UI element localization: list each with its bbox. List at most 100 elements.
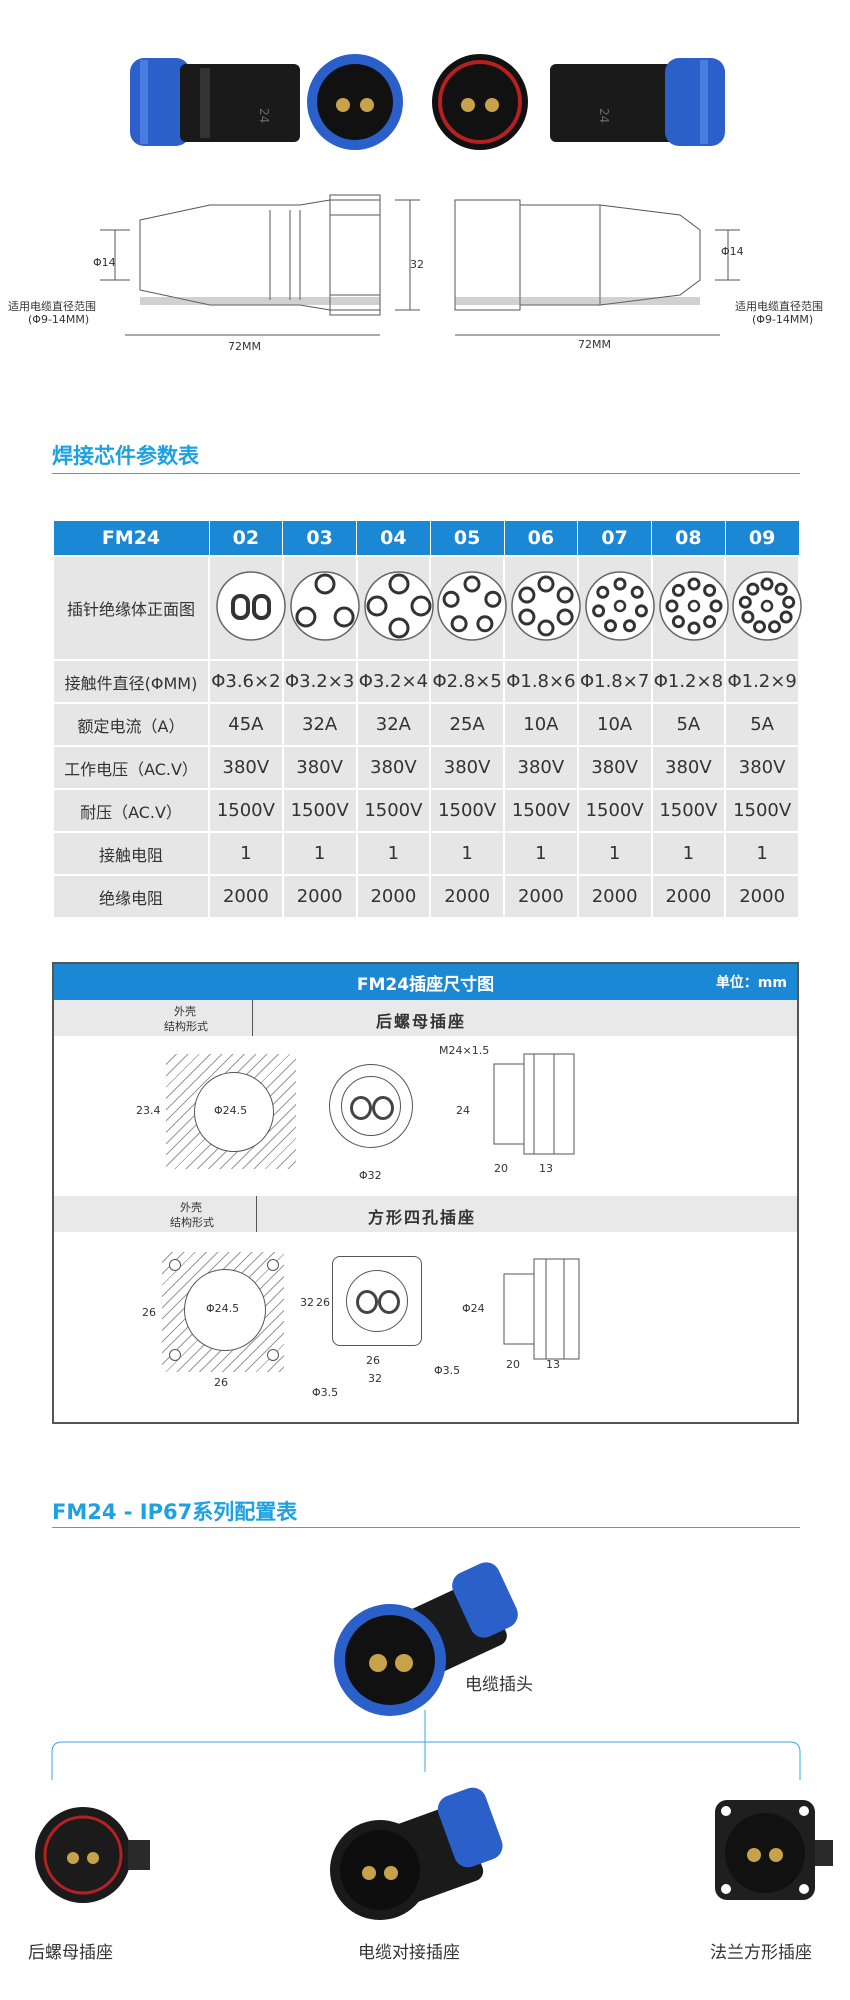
rear-nut-socket-photo <box>35 1807 150 1903</box>
connector-side-left: 24 <box>130 58 300 146</box>
d1-h: 23.4 <box>136 1104 161 1117</box>
d2-20: 20 <box>506 1358 520 1371</box>
cable-range-right: 适用电缆直径范围 <box>735 300 823 313</box>
table-cell: 380V <box>355 745 432 790</box>
svg-text:24: 24 <box>597 108 611 123</box>
table-cell: 1 <box>576 831 653 876</box>
socket-side-view-1 <box>493 1053 575 1155</box>
table-cell: Φ3.6×2 <box>208 659 284 704</box>
table-cell: 1500V <box>355 788 432 833</box>
pin-layout-icon <box>216 570 286 641</box>
table-cell: 380V <box>208 745 284 790</box>
row-label: 接触件直径(ΦMM) <box>52 659 210 704</box>
table-cell: 1 <box>724 831 800 876</box>
table-header-model: FM24 <box>52 520 210 557</box>
row-label: 绝缘电阻 <box>52 874 210 919</box>
table-header-col: 07 <box>577 520 652 557</box>
shell-label-2a: 外壳 <box>180 1201 202 1214</box>
dim-phi14-right: Φ14 <box>721 245 744 258</box>
table-cell: 1500V <box>650 788 727 833</box>
table-cell: 380V <box>503 745 579 790</box>
table-cell: 2000 <box>429 874 505 919</box>
d2-phi24: Φ24 <box>462 1302 485 1315</box>
table-cell: 1 <box>503 831 579 876</box>
shell-row-1: 外壳 结构形式 后螺母插座 <box>54 1000 797 1036</box>
table-cell: 5A <box>650 702 727 747</box>
svg-text:24: 24 <box>257 108 271 123</box>
table-cell: 380V <box>576 745 653 790</box>
cable-range-right-sub: (Φ9-14MM) <box>752 313 814 326</box>
table-cell: 1 <box>281 831 358 876</box>
d1-phi32: Φ32 <box>359 1169 382 1182</box>
cable-docking-socket-photo <box>330 1787 503 1920</box>
socket-face-1 <box>329 1064 413 1148</box>
d2-26v: 26 <box>142 1306 156 1319</box>
pin-diagram-cell <box>503 555 581 661</box>
table-header-col: 05 <box>429 520 505 557</box>
table-header-col: 09 <box>724 520 800 557</box>
table-cell: 1 <box>429 831 505 876</box>
d1-13: 13 <box>539 1162 553 1175</box>
connector-face-1 <box>307 54 403 150</box>
pin-diagram-cell <box>724 555 802 661</box>
table-cell: 32A <box>355 702 432 747</box>
config-item-3: 法兰方形插座 <box>710 1943 812 1963</box>
unit-label: 单位：mm <box>715 975 787 991</box>
table-cell: Φ1.2×9 <box>724 659 800 704</box>
connector-face-2 <box>432 54 528 150</box>
cutout-circle-2 <box>184 1269 266 1351</box>
row-label: 额定电流（A） <box>52 702 210 747</box>
table-cell: Φ3.2×4 <box>355 659 432 704</box>
d2-phi35b: Φ3.5 <box>434 1364 461 1377</box>
socket-panel-header: FM24插座尺寸图 单位：mm <box>54 964 797 1000</box>
table-cell: 1500V <box>429 788 505 833</box>
socket-type-2: 方形四孔插座 <box>368 1208 477 1227</box>
table-cell: Φ1.2×8 <box>650 659 727 704</box>
table-cell: 10A <box>503 702 579 747</box>
plug-label: 电缆插头 <box>465 1675 533 1695</box>
table-cell: 2000 <box>355 874 432 919</box>
table-header-col: 03 <box>282 520 357 557</box>
table-cell: 10A <box>576 702 653 747</box>
table-cell: 2000 <box>281 874 358 919</box>
d2-26h2: 26 <box>366 1354 380 1367</box>
table-cell: 25A <box>429 702 505 747</box>
pin-layout-icon <box>732 570 802 641</box>
pin-layout-icon <box>437 570 507 641</box>
d2-phi35: Φ3.5 <box>312 1386 339 1399</box>
d2-phi: Φ24.5 <box>206 1302 240 1315</box>
cable-plug-photo <box>334 1562 518 1716</box>
table-cell: 2000 <box>650 874 727 919</box>
socket-dimension-panel: FM24插座尺寸图 单位：mm 外壳 结构形式 后螺母插座 Φ24.5 23.4… <box>52 962 799 1424</box>
d2-26h: 26 <box>214 1376 228 1389</box>
pin-layout-icon <box>363 570 434 641</box>
table-header-col: 02 <box>208 520 284 557</box>
shell-label-1b: 结构形式 <box>164 1020 208 1033</box>
section-title-spec: 焊接芯件参数表 <box>52 444 199 468</box>
pin-layout-icon <box>585 570 655 641</box>
socket-panel-title: FM24插座尺寸图 <box>356 975 495 995</box>
shell-row-2: 外壳 结构形式 方形四孔插座 <box>54 1196 797 1232</box>
table-header-col: 08 <box>651 520 726 557</box>
table-cell: 2000 <box>724 874 800 919</box>
table-cell: Φ2.8×5 <box>429 659 505 704</box>
table-header-col: 04 <box>356 520 431 557</box>
table-cell: 1 <box>650 831 727 876</box>
cable-range-left: 适用电缆直径范围 <box>8 300 96 313</box>
table-cell: 2000 <box>576 874 653 919</box>
pin-diagram-cell <box>576 555 655 661</box>
table-cell: 5A <box>724 702 800 747</box>
table-cell: 2000 <box>503 874 579 919</box>
connector-side-right: 24 <box>550 58 725 146</box>
table-cell: 1500V <box>281 788 358 833</box>
dim-length-right: 72MM <box>578 338 611 351</box>
table-cell: 1 <box>208 831 284 876</box>
d2-32v: 32 <box>300 1296 314 1309</box>
pin-diagram-cell <box>355 555 434 661</box>
dim-height-32: 32 <box>410 258 424 271</box>
dim-phi14-left: Φ14 <box>93 256 116 269</box>
